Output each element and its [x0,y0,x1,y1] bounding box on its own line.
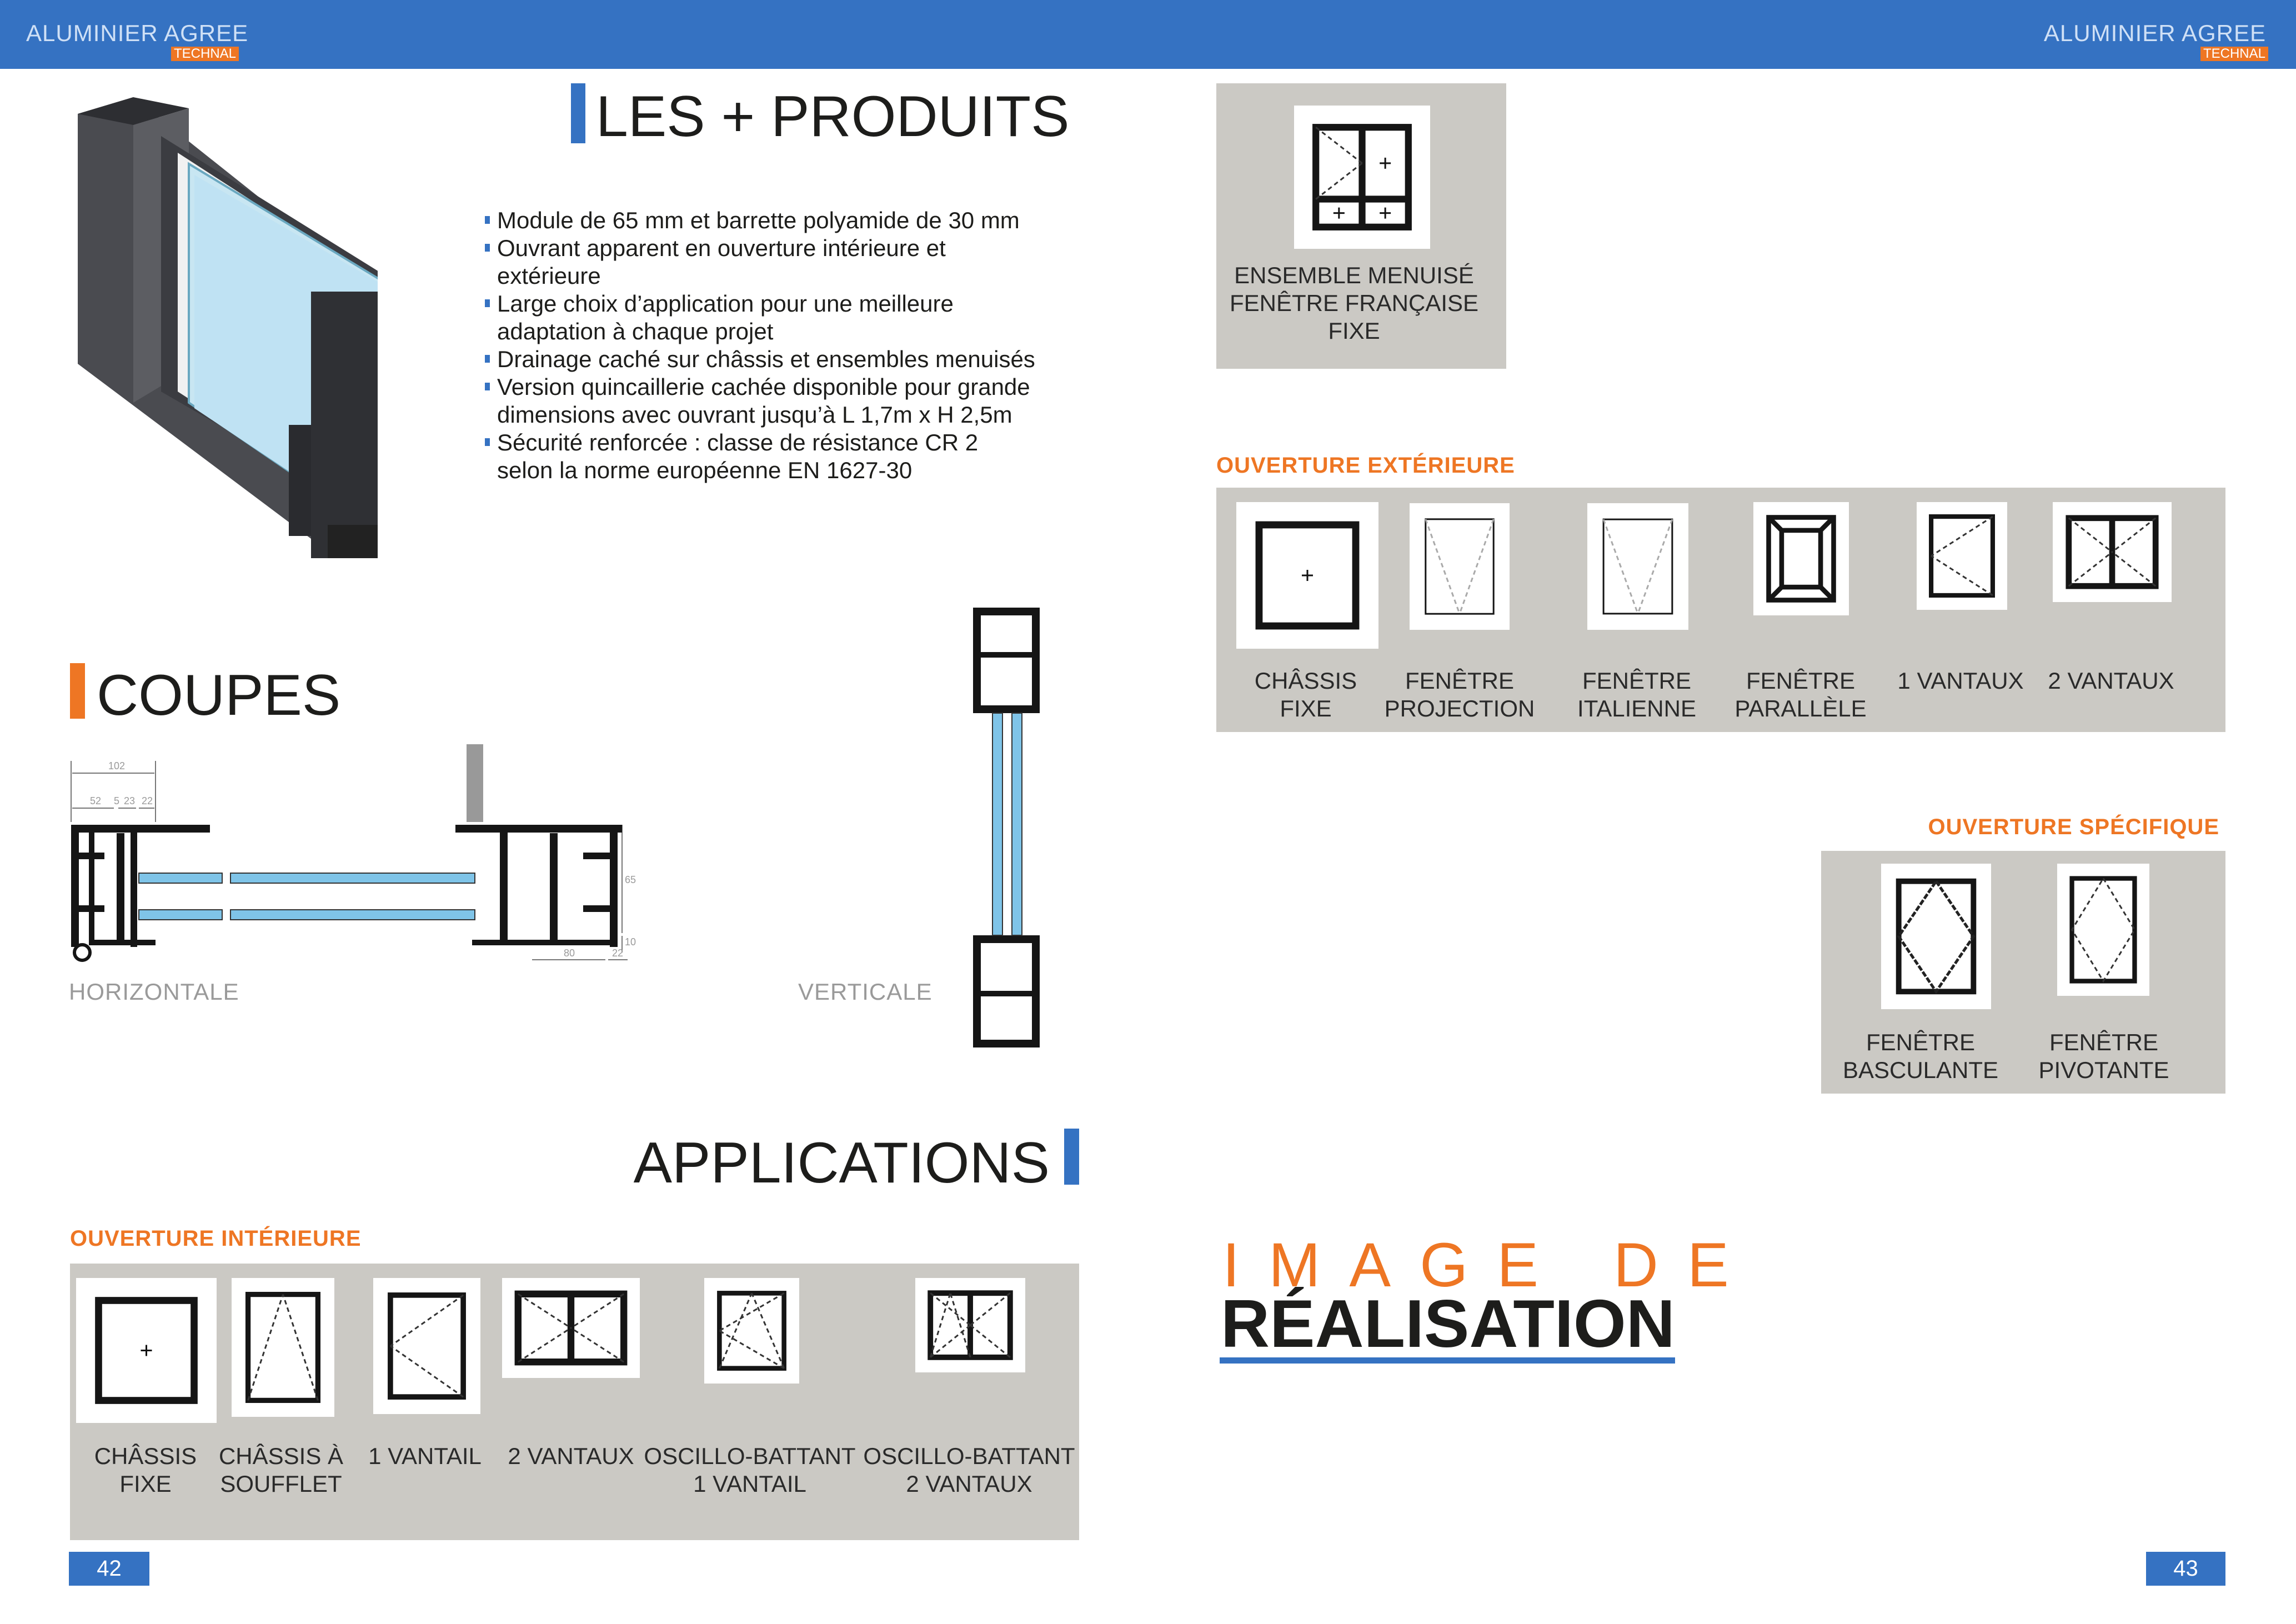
dim-label: 22 [142,795,153,806]
product-features-list: Module de 65 mm et barrette polyamide de… [485,207,1040,484]
dim-label: 5 [114,795,119,806]
feature-item: Sécurité renforcée : classe de résistanc… [485,429,1040,484]
single-casement-icon [373,1278,480,1414]
vertical-section-caption: VERTICALE [798,979,933,1005]
ensemble-label-line1: ENSEMBLE MENUISÉ [1234,262,1474,288]
parallel-window-icon [1753,502,1849,615]
realisation-title-line2: RÉALISATION [1221,1286,1675,1361]
dim-label: 10 [625,936,636,948]
ensemble-label-line2: FENÊTRE FRANÇAISE [1229,290,1479,316]
application-label-line2: BASCULANTE [1842,1057,1999,1083]
application-label-line1: CHÂSSIS [1254,668,1357,694]
application-label-line1: FENÊTRE [1866,1029,1976,1055]
tilt-turn-double-icon [915,1278,1025,1372]
application-label-line2: PROJECTION [1384,695,1535,721]
feature-item: Large choix d’application pour une meill… [485,290,1040,345]
produits-title: LES + PRODUITS [596,84,1070,149]
dim-label: 65 [625,874,636,885]
brand-left: ALUMINIER AGREE [26,20,249,46]
applications-accent-bar [1064,1129,1079,1185]
vertical-section-drawing [973,608,1040,1047]
application-label-line1: 1 VANTAIL [368,1443,482,1469]
application-label-line1: FENÊTRE [1582,668,1692,694]
composite-window-icon [1294,106,1430,249]
single-casement-out-icon [1917,502,2007,610]
brand-badge-left: TECHNAL [171,47,239,61]
italian-window-icon [1587,503,1688,630]
ensemble-label-line3: FIXE [1328,318,1380,344]
pivot-horizontal-icon [1881,864,1991,1009]
application-label-line2: FIXE [1280,695,1332,721]
application-label-line2: ITALIENNE [1577,695,1696,721]
feature-item: Module de 65 mm et barrette polyamide de… [485,207,1040,234]
header-bar [0,0,2296,69]
realisation-title-line1: IMAGE DE [1222,1230,1758,1300]
application-label-line1: CHÂSSIS [94,1443,197,1469]
horizontal-section-caption: HORIZONTALE [69,979,239,1005]
dim-label: 22 [612,948,623,959]
fixed-frame-icon [76,1278,217,1423]
page-number-left: 42 [69,1552,149,1586]
brand-badge-right: TECHNAL [2200,47,2268,61]
pivot-vertical-icon [2057,864,2149,996]
application-label-line1: FENÊTRE [1746,668,1856,694]
double-casement-out-icon [2053,502,2172,602]
dim-label: 52 [90,795,101,806]
feature-item: Ouvrant apparent en ouverture intérieure… [485,234,1040,290]
horizontal-section-drawing: 102 52 5 23 22 65 10 80 22 [71,744,636,962]
dim-label: 23 [124,795,135,806]
application-label-line1: OSCILLO-BATTANT [863,1443,1075,1469]
dim-label: 80 [564,948,575,959]
coupes-title: COUPES [97,663,341,728]
application-label-line2: PIVOTANTE [2038,1057,2169,1083]
ouverture-interieure-title: OUVERTURE INTÉRIEURE [70,1226,362,1251]
ouverture-exterieure-title: OUVERTURE EXTÉRIEURE [1216,453,1515,478]
tilt-turn-single-icon [704,1278,799,1384]
fixed-frame-icon [1236,502,1378,649]
coupes-accent-bar [70,663,85,719]
window-profile-image [78,97,378,558]
title-accent-bar [571,83,585,143]
application-label-line1: 2 VANTAUX [508,1443,634,1469]
application-label-line2: SOUFFLET [220,1471,342,1497]
feature-item: Version quincaillerie cachée disponible … [485,373,1040,429]
brand-right: ALUMINIER AGREE [2043,20,2266,46]
dim-label: 102 [108,760,125,771]
application-label-line2: 1 VANTAIL [693,1471,806,1497]
application-label-line1: 2 VANTAUX [2048,668,2174,694]
tilt-window-icon [232,1278,334,1417]
application-label-line1: 1 VANTAUX [1897,668,2024,694]
projection-window-icon [1410,503,1510,630]
realisation-underline [1220,1357,1675,1364]
ouverture-specifique-title: OUVERTURE SPÉCIFIQUE [1928,815,2219,839]
double-casement-icon [502,1278,640,1378]
application-label-line2: FIXE [119,1471,172,1497]
application-label-line2: PARALLÈLE [1734,695,1867,721]
application-label-line1: OSCILLO-BATTANT [644,1443,856,1469]
application-label-line1: FENÊTRE [2049,1029,2159,1055]
application-label-line2: 2 VANTAUX [906,1471,1032,1497]
application-label-line1: CHÂSSIS À [218,1443,344,1469]
page-number-right: 43 [2146,1552,2225,1586]
feature-item: Drainage caché sur châssis et ensembles … [485,345,1040,373]
applications-title: APPLICATIONS [633,1131,1050,1195]
application-label-line1: FENÊTRE [1405,668,1515,694]
